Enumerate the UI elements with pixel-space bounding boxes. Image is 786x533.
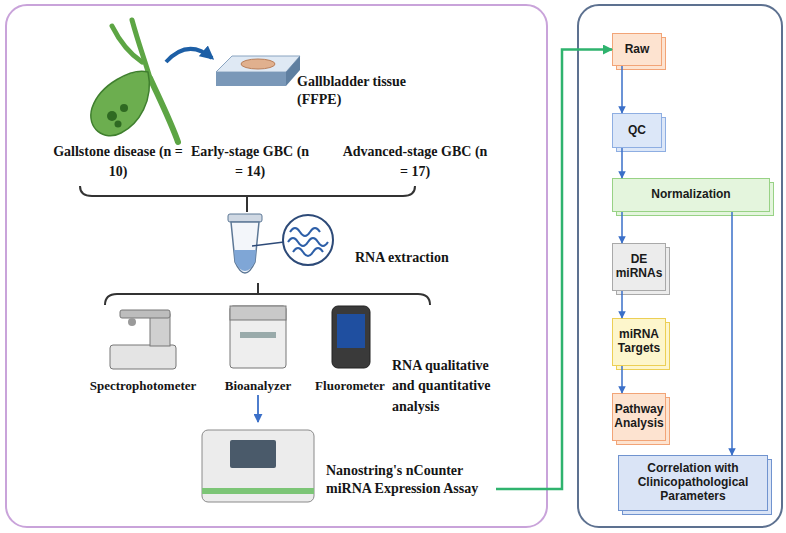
spectrophotometer-illustration: [150, 314, 170, 346]
rna-strand: [290, 228, 320, 236]
step-label: QC: [628, 124, 646, 138]
group-label: Advanced-stage GBC (n = 17): [340, 142, 490, 183]
step-label: Normalization: [651, 188, 730, 202]
instrument-bracket: [257, 283, 259, 294]
figure-caption: Spectrophotometer: [60, 378, 226, 395]
process-box: Correlation with Clinicopathological Par…: [618, 455, 768, 511]
data-flow-arrow: [496, 50, 612, 490]
process-box: DE miRNAs: [612, 243, 666, 291]
gallstone: [120, 104, 128, 112]
bile-duct: [150, 78, 178, 142]
process-box: miRNA Targets: [612, 318, 666, 366]
figure-caption: Gallbladder tissue (FFPE): [297, 73, 432, 109]
step-note: RNA qualitative and quantitative analysi…: [392, 356, 510, 417]
spectrophotometer-illustration: [110, 345, 176, 369]
tissue-cassette: [216, 56, 300, 72]
step-arrow: [621, 291, 623, 318]
tissue-cassette: [286, 56, 300, 86]
assay-node: Nanostring's nCounter miRNA Expression A…: [196, 422, 496, 508]
tissue-cassette: [216, 72, 286, 86]
instrument-node: Spectrophotometer: [100, 300, 186, 395]
step-arrow: [621, 148, 623, 178]
rna-strand: [293, 248, 323, 256]
ncounter-illustration: [202, 430, 314, 502]
figure-caption: Nanostring's nCounter miRNA Expression A…: [326, 462, 498, 498]
tissue-section: [241, 59, 275, 69]
tube-cap: [228, 214, 262, 222]
process-box: Normalization: [612, 178, 770, 212]
spectrophotometer-illustration: [120, 310, 170, 318]
step-arrow: [621, 66, 623, 113]
step-label: Raw: [625, 43, 650, 57]
group-label: Early-stage GBC (n = 14): [187, 142, 313, 183]
bile-duct: [132, 20, 150, 78]
group-bracket: [80, 186, 415, 196]
tube-liquid: [234, 250, 256, 271]
step-arrow: [257, 395, 259, 422]
analysis-panel: RawQC Normalization DE miRNAs miRNA Targets…: [577, 4, 783, 528]
gallstone: [115, 121, 122, 128]
bioanalyzer-illustration: [240, 332, 276, 338]
group-bracket: [246, 196, 248, 212]
tissue-node: Gallbladder tissue (FFPE): [214, 52, 304, 90]
step-label: miRNA Targets: [615, 328, 663, 356]
rna-lens: [283, 215, 333, 265]
group-label: Gallstone disease (n = 10): [53, 142, 183, 183]
figure-caption: Bioanalyzer: [182, 378, 334, 395]
bile-duct: [112, 26, 142, 62]
step-arrow: [731, 212, 733, 455]
figure-caption: RNA extraction: [355, 249, 485, 267]
instrument-node: Bioanalyzer: [222, 300, 294, 395]
process-box: Raw: [612, 33, 662, 66]
process-arrow: [166, 49, 212, 62]
ncounter-screen: [230, 440, 276, 468]
step-label: DE miRNAs: [615, 253, 663, 281]
step-label: Correlation with Clinicopathological Par…: [621, 462, 765, 503]
gallstone: [107, 111, 117, 121]
workflow-panel: Gallbladder tissue (FFPE) RNA extractionS…: [5, 4, 548, 528]
step-label: Pathway Analysis: [614, 403, 663, 431]
step-arrow: [621, 366, 623, 393]
spectrophotometer-illustration: [128, 318, 136, 326]
tube-illustration: [231, 222, 259, 273]
process-box: QC: [612, 113, 662, 148]
instrument-bracket: [105, 294, 430, 305]
process-box: Pathway Analysis: [612, 393, 666, 441]
bioanalyzer-illustration: [230, 306, 286, 368]
fluorometer-illustration: [332, 306, 370, 368]
rna-strand: [288, 238, 328, 246]
instrument-node: Fluorometer: [318, 300, 382, 395]
fluorometer-screen: [337, 314, 365, 348]
bioanalyzer-illustration: [230, 306, 286, 320]
gallbladder-illustration: [91, 71, 150, 135]
ncounter-illustration: [202, 488, 314, 494]
step-arrow: [621, 212, 623, 243]
leader-line: [252, 242, 284, 246]
tube-node: RNA extraction: [224, 210, 339, 282]
